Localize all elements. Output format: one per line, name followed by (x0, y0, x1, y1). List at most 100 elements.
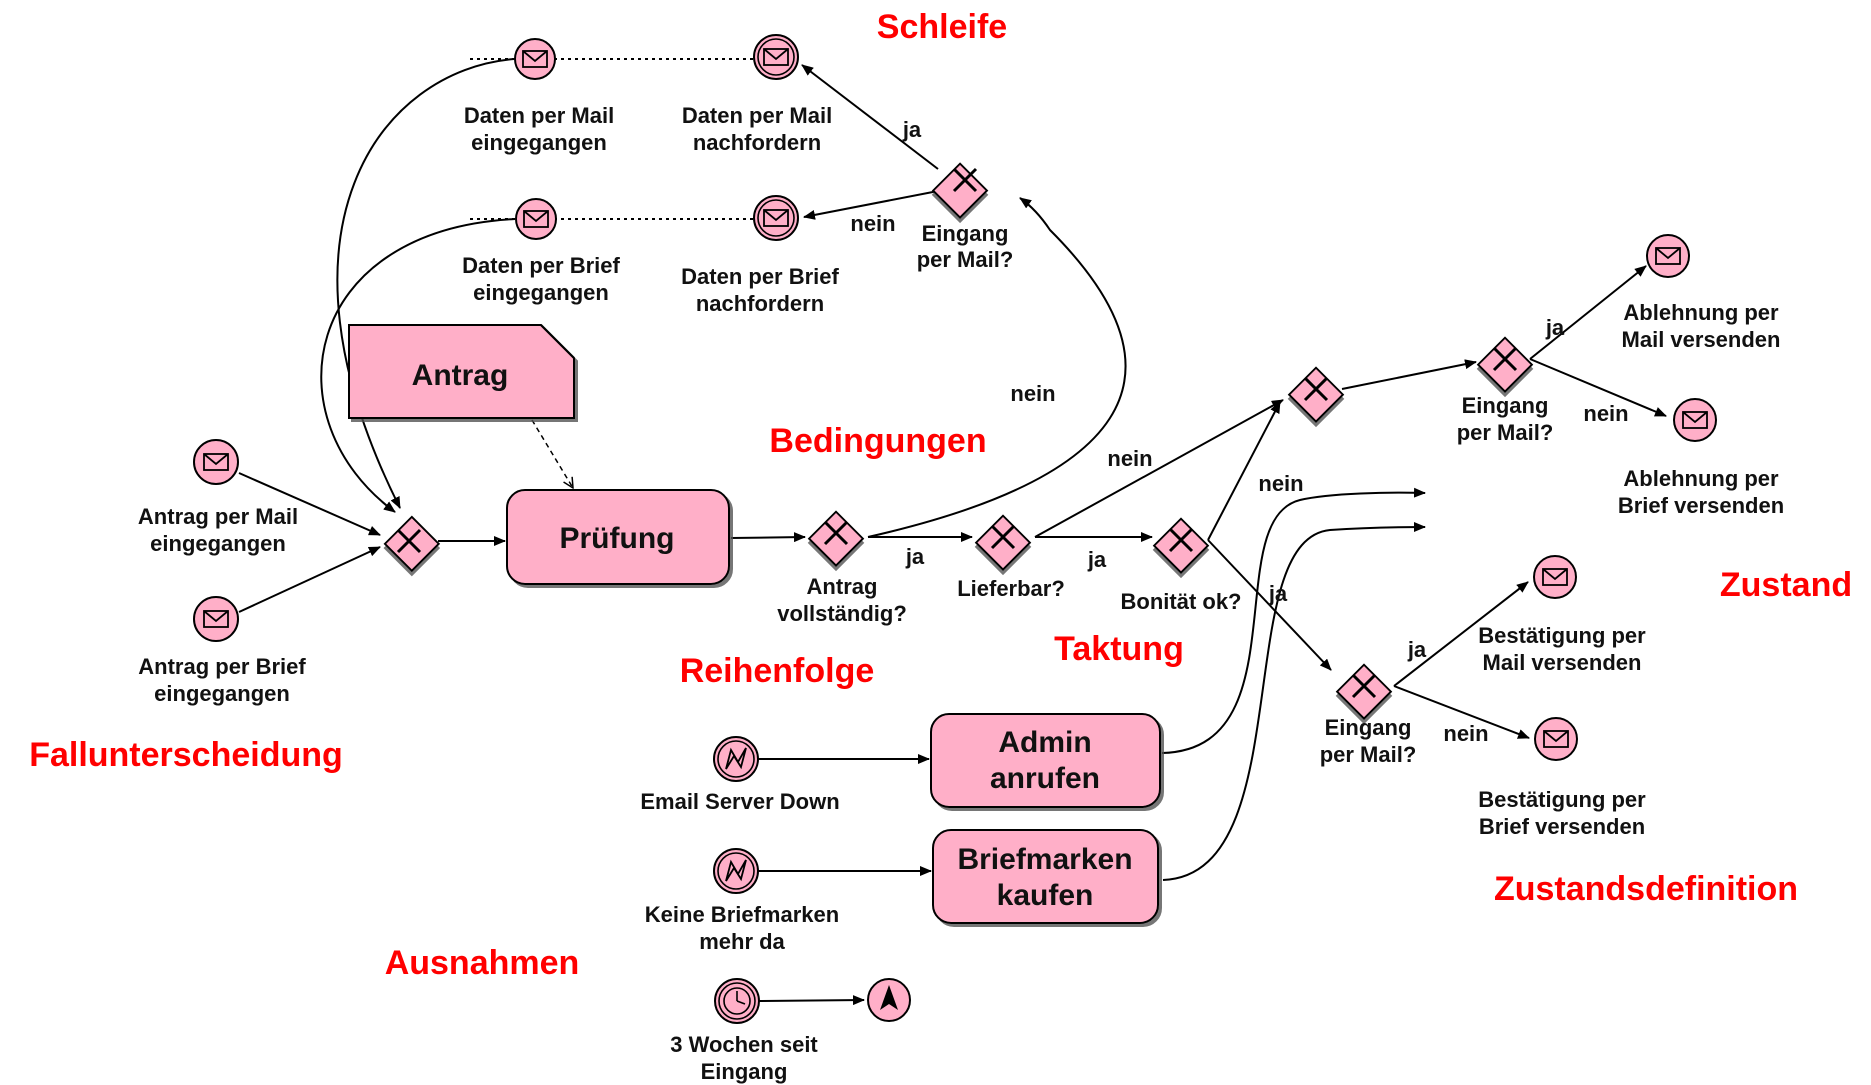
svg-text:Mail versenden: Mail versenden (1622, 327, 1781, 352)
envelope-icon (763, 48, 789, 66)
svg-text:Daten per Brief: Daten per Brief (681, 264, 839, 289)
lightning-icon (725, 859, 747, 882)
edge-label-nein: nein (850, 211, 895, 236)
annotation-reihenfolge: Reihenfolge (680, 652, 875, 690)
svg-text:eingegangen: eingegangen (473, 280, 609, 305)
svg-text:Daten per Brief: Daten per Brief (462, 253, 620, 278)
svg-text:eingegangen: eingegangen (150, 531, 286, 556)
envelope-icon (203, 610, 229, 628)
gateway-bonitaet: Bonität ok? (1121, 517, 1242, 614)
svg-text:nachfordern: nachfordern (693, 130, 821, 155)
svg-text:Eingang: Eingang (922, 221, 1009, 246)
compass-end-event (867, 978, 911, 1022)
edge-label-ja: ja (902, 117, 922, 142)
task-pruefung-label: Prüfung (560, 522, 675, 555)
annotation-taktung: Taktung (1054, 630, 1184, 668)
drei-wochen-timer-event: 3 Wochen seit Eingang (670, 978, 818, 1084)
daten-mail-eingegangen-event: Daten per Mail eingegangen (464, 38, 614, 155)
x-icon (396, 528, 422, 554)
svg-text:Admin: Admin (998, 726, 1091, 759)
svg-text:Email Server Down: Email Server Down (640, 789, 839, 814)
svg-text:Ablehnung per: Ablehnung per (1623, 466, 1779, 491)
gateway-lieferbar: Lieferbar? (957, 514, 1065, 601)
x-icon (1303, 376, 1329, 402)
x-icon (1351, 673, 1377, 699)
svg-text:mehr da: mehr da (699, 929, 785, 954)
svg-text:Keine Briefmarken: Keine Briefmarken (645, 902, 839, 927)
envelope-icon (1682, 411, 1708, 429)
annotation-schleife: Schleife (877, 8, 1007, 46)
svg-text:Antrag per Brief: Antrag per Brief (138, 654, 306, 679)
svg-text:Mail versenden: Mail versenden (1483, 650, 1642, 675)
ablehnung-brief-end-event: Ablehnung per Brief versenden (1618, 398, 1784, 518)
svg-text:Brief versenden: Brief versenden (1618, 493, 1784, 518)
svg-text:3 Wochen seit: 3 Wochen seit (670, 1032, 818, 1057)
envelope-icon (522, 50, 548, 68)
lightning-icon (725, 747, 747, 770)
svg-text:Ablehnung per: Ablehnung per (1623, 300, 1779, 325)
svg-text:Eingang: Eingang (1325, 715, 1412, 740)
edge-label-nein: nein (1258, 471, 1303, 496)
task-admin-anrufen: Admin anrufen (930, 713, 1161, 808)
envelope-icon (1655, 247, 1681, 265)
gateway-merge-start (383, 515, 441, 573)
svg-text:nachfordern: nachfordern (696, 291, 824, 316)
ablehnung-mail-end-event: Ablehnung per Mail versenden (1622, 234, 1781, 352)
antrag-mail-start-event: Antrag per Mail eingegangen (138, 439, 298, 556)
keine-briefmarken-event: Keine Briefmarken mehr da (645, 848, 839, 954)
svg-text:Brief versenden: Brief versenden (1479, 814, 1645, 839)
svg-text:Antrag: Antrag (807, 574, 878, 599)
task-pruefung: Prüfung (506, 489, 730, 585)
svg-text:per Mail?: per Mail? (917, 247, 1014, 272)
svg-text:Antrag per Mail: Antrag per Mail (138, 504, 298, 529)
annotation-zustand: Zustand (1720, 566, 1852, 604)
svg-text:Daten per Mail: Daten per Mail (464, 103, 614, 128)
edge-label-nein: nein (1443, 721, 1488, 746)
gateway-eingang-bottom: Eingang per Mail? (1320, 663, 1416, 767)
edge-labels: ja nein nein ja ja nein nein ja ja nein … (850, 117, 1628, 746)
daten-brief-eingegangen-event: Daten per Brief eingegangen (462, 198, 621, 305)
gateway-eingang-top: Eingang per Mail? (917, 162, 1014, 272)
x-icon (952, 167, 978, 193)
svg-text:Eingang: Eingang (701, 1059, 788, 1084)
antrag-label: Antrag (412, 359, 509, 392)
svg-text:Lieferbar?: Lieferbar? (957, 576, 1065, 601)
x-icon (1168, 527, 1194, 553)
gateway-eingang-right: Eingang per Mail? (1457, 336, 1554, 445)
bestaetigung-brief-end-event: Bestätigung per Brief versenden (1478, 717, 1646, 839)
compass-icon (880, 985, 898, 1010)
clock-icon (723, 987, 751, 1015)
edge-label-nein: nein (1107, 446, 1152, 471)
envelope-icon (523, 210, 549, 228)
x-icon (990, 524, 1016, 550)
antrag-brief-start-event: Antrag per Brief eingegangen (138, 596, 306, 706)
antrag-data-object: Antrag (348, 324, 575, 419)
daten-mail-nachfordern-event: Daten per Mail nachfordern (682, 34, 832, 155)
x-icon (823, 520, 849, 546)
annotation-bedingungen: Bedingungen (769, 422, 986, 460)
envelope-icon (1543, 730, 1569, 748)
edge-label-ja: ja (1407, 637, 1427, 662)
edge-label-nein: nein (1583, 401, 1628, 426)
edges (238, 58, 1667, 1006)
svg-text:Briefmarken: Briefmarken (957, 843, 1132, 876)
edge-label-ja: ja (1545, 315, 1565, 340)
annotations: Schleife Bedingungen Reihenfolge Taktung… (29, 8, 1852, 982)
svg-text:anrufen: anrufen (990, 762, 1100, 795)
annotation-ausnahmen: Ausnahmen (385, 944, 580, 982)
svg-text:per Mail?: per Mail? (1457, 420, 1554, 445)
task-briefmarken-kaufen: Briefmarken kaufen (932, 829, 1159, 924)
svg-text:Bestätigung per: Bestätigung per (1478, 787, 1646, 812)
envelope-icon (763, 209, 789, 227)
svg-text:vollständig?: vollständig? (777, 601, 907, 626)
svg-text:kaufen: kaufen (997, 879, 1094, 912)
edge-label-ja: ja (1087, 547, 1107, 572)
svg-text:Bonität ok?: Bonität ok? (1121, 589, 1242, 614)
envelope-icon (1542, 568, 1568, 586)
svg-text:Eingang: Eingang (1462, 393, 1549, 418)
daten-brief-nachfordern-event: Daten per Brief nachfordern (681, 195, 840, 316)
email-server-down-event: Email Server Down (640, 736, 840, 814)
bestaetigung-mail-end-event: Bestätigung per Mail versenden (1478, 555, 1646, 675)
gateway-antrag-vollstaendig: Antrag vollständig? (777, 510, 907, 626)
